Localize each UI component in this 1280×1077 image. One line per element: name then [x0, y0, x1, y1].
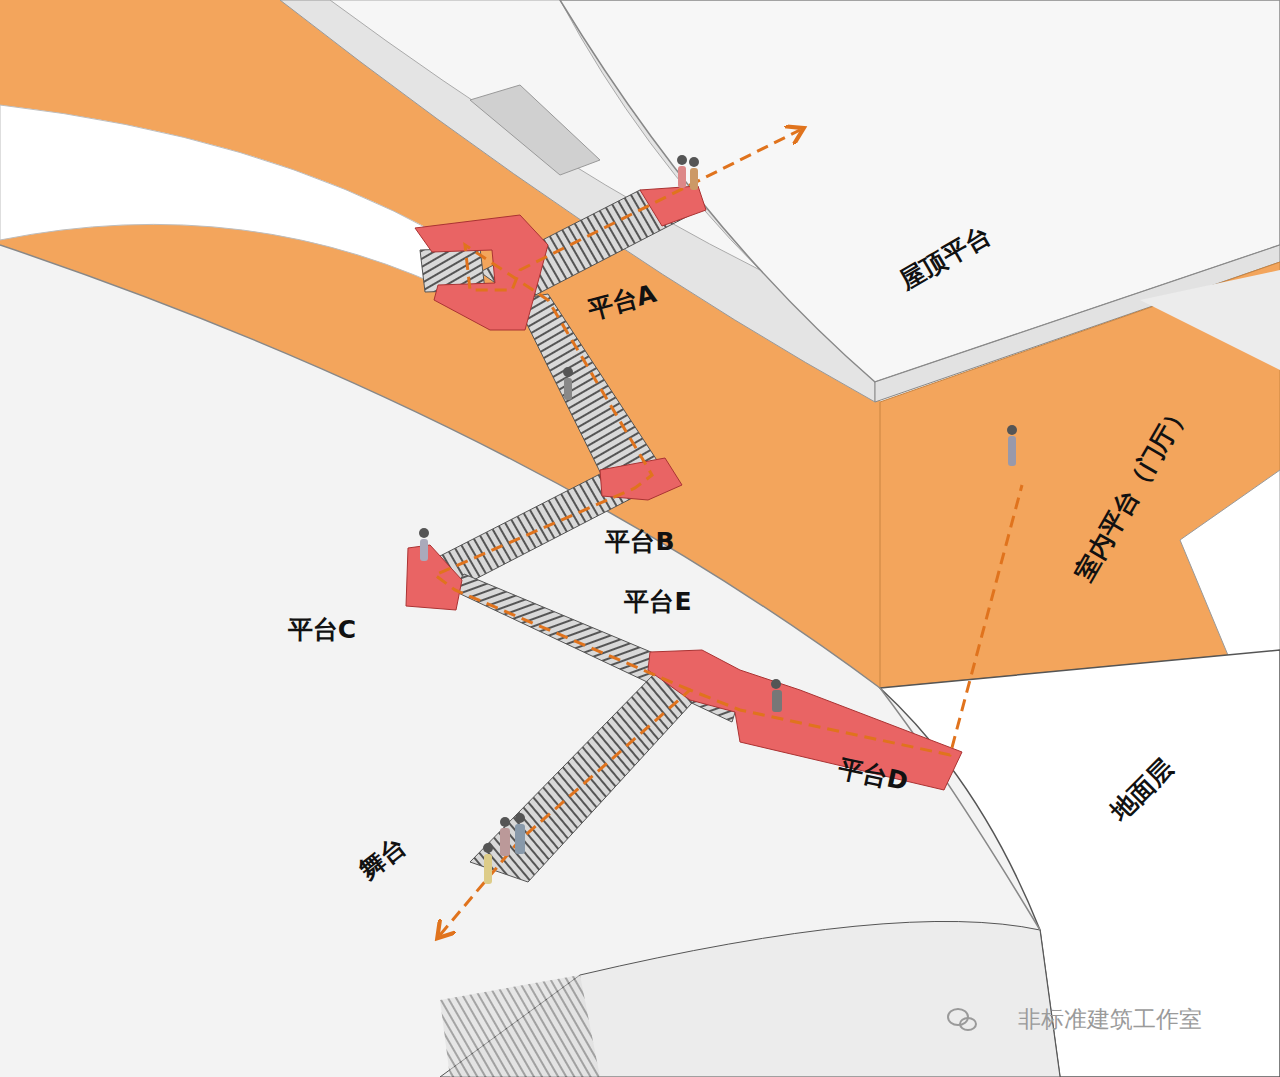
- platform-label: 平台B: [605, 528, 674, 556]
- platform-label: 平台C: [288, 616, 356, 644]
- watermark: 非标准建筑工作室: [1018, 1007, 1202, 1032]
- platform-label: 平台E: [624, 588, 691, 616]
